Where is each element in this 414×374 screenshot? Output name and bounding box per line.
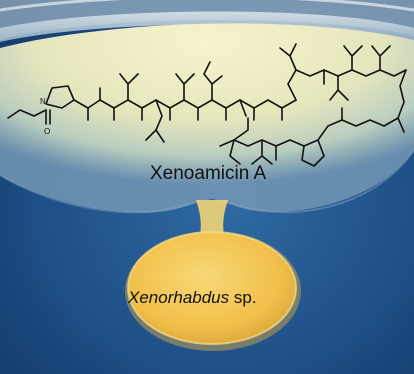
leucine-sidechain xyxy=(145,99,165,143)
valine-sidechain-5 xyxy=(323,69,349,101)
right-descending-chain xyxy=(397,69,407,133)
valine-sidechain-2 xyxy=(175,73,195,101)
backbone-carbonyls xyxy=(87,107,283,121)
valine-sidechain-4 xyxy=(343,45,363,71)
lower-backbone xyxy=(219,117,399,147)
valine-sidechain-3 xyxy=(279,43,297,71)
zone-boundary xyxy=(0,149,414,214)
colony-neck xyxy=(196,200,228,236)
atom-o-label: O xyxy=(44,127,50,136)
organism-label: Xenorhabdus sp. xyxy=(128,288,257,308)
dish-rim-edge xyxy=(0,0,414,12)
valine-sidechain-7 xyxy=(251,139,273,165)
ester-linkage xyxy=(229,117,249,165)
compound-label: Xenoamicin A xyxy=(150,163,267,184)
organism-suffix: sp. xyxy=(229,288,257,307)
acyl-tail xyxy=(7,109,47,119)
xenoamicin-structure xyxy=(7,43,407,167)
proline-ring-1 xyxy=(45,85,75,109)
dehydrobutyrine-sidechain xyxy=(239,99,247,117)
structure-atom-labels: N O xyxy=(40,97,50,136)
organism-genus: Xenorhabdus xyxy=(128,288,230,307)
dish-rim-highlight xyxy=(0,11,414,42)
valine-sidechain-1 xyxy=(119,73,139,101)
isoleucine-sidechain xyxy=(203,61,223,101)
colony-edge xyxy=(127,231,297,345)
proline-ring-2 xyxy=(301,139,325,167)
tail-carbonyl xyxy=(45,109,51,125)
atom-n-label: N xyxy=(40,97,46,106)
valine-sidechain-6 xyxy=(371,45,391,71)
colony-plaque xyxy=(128,232,296,344)
agar-inhibition-zone xyxy=(0,23,414,213)
